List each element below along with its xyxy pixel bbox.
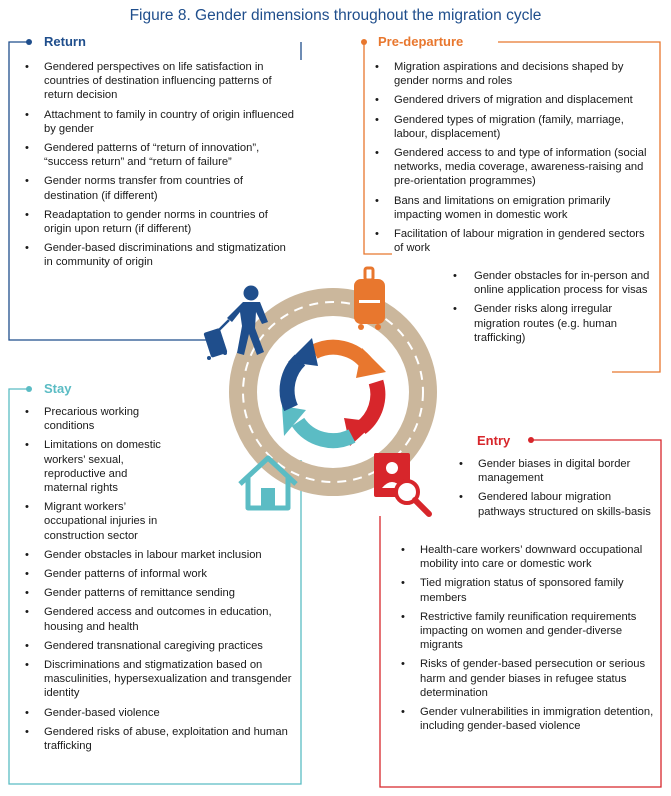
stay-list-item: Limitations on domestic workers’ sexual,… — [22, 438, 172, 495]
entry-list-item: Risks of gender-based persecution or ser… — [398, 657, 656, 700]
entry-box-outline — [379, 439, 662, 788]
arrowhead-stay — [282, 406, 306, 436]
stay-dot — [26, 386, 32, 392]
pre-departure-title: Pre-departure — [378, 34, 464, 49]
stay-box-outline — [8, 388, 302, 785]
entry-dot — [528, 437, 534, 443]
house-icon — [238, 455, 298, 511]
stay-list-item: Precarious working conditions — [22, 405, 172, 433]
suitcase-icon — [354, 266, 385, 330]
stay-list-item: Gendered access and outcomes in educatio… — [22, 605, 299, 633]
stay-list-item: Gendered transnational caregiving practi… — [22, 639, 299, 653]
pre-departure-sub-item: Gender risks along irregular migration r… — [450, 302, 655, 345]
pre-departure-list: Migration aspirations and decisions shap… — [372, 60, 654, 260]
return-list-item: Gendered patterns of “return of innovati… — [22, 141, 297, 169]
arrowhead-return — [288, 338, 318, 366]
stay-list-item: Gendered risks of abuse, exploitation an… — [22, 725, 299, 753]
entry-list-item: Restrictive family reunification require… — [398, 610, 656, 653]
stay-list-item: Discriminations and stigmatization based… — [22, 658, 299, 701]
return-list-item: Readaptation to gender norms in countrie… — [22, 208, 297, 236]
pre-departure-dot — [361, 39, 367, 45]
figure-title: Figure 8. Gender dimensions throughout t… — [129, 7, 542, 24]
pre-departure-list-item: Gendered drivers of migration and displa… — [372, 93, 654, 107]
pre-departure-sub-list: Gender obstacles for in-person and onlin… — [450, 269, 655, 350]
entry-title: Entry — [477, 433, 511, 448]
return-title: Return — [44, 34, 86, 49]
traveller-icon — [203, 285, 268, 360]
stay-list: Precarious working conditionsLimitations… — [22, 405, 292, 758]
cycle-road — [229, 288, 437, 496]
return-list-item: Gender-based discriminations and stigmat… — [22, 241, 297, 269]
entry-list-item: Gender biases in digital border manageme… — [456, 457, 656, 485]
pre-departure-list-item: Gendered access to and type of informati… — [372, 146, 654, 189]
pre-departure-list-item: Bans and limitations on emigration prima… — [372, 194, 654, 222]
entry-list-item: Gender vulnerabilities in immigration de… — [398, 705, 656, 733]
stay-list-item: Gender obstacles in labour market inclus… — [22, 548, 299, 562]
arrow-stay — [291, 417, 356, 449]
stay-list-item: Gender patterns of remittance sending — [22, 586, 299, 600]
pre-departure-sub-item: Gender obstacles for in-person and onlin… — [450, 269, 655, 297]
stay-list-item: Gender-based violence — [22, 706, 299, 720]
return-list-item: Attachment to family in country of origi… — [22, 108, 297, 136]
entry-list-item: Gendered labour migration pathways struc… — [456, 490, 656, 518]
return-list-item: Gendered perspectives on life satisfacti… — [22, 60, 297, 103]
arrowhead-pre-departure — [356, 348, 386, 378]
pre-departure-list-item: Migration aspirations and decisions shap… — [372, 60, 654, 88]
stay-title: Stay — [44, 381, 72, 396]
stay-list-item: Gender patterns of informal work — [22, 567, 299, 581]
return-box-outline — [8, 41, 302, 341]
arrow-return — [279, 354, 306, 412]
return-dot — [26, 39, 32, 45]
stay-list-item: Migrant workers’ occupational injuries i… — [22, 500, 172, 543]
return-list-item: Gender norms transfer from countries of … — [22, 174, 297, 202]
entry-list-item: Health-care workers’ downward occupation… — [398, 543, 656, 571]
arrow-pre-departure — [310, 339, 373, 369]
pre-departure-list-item: Gendered types of migration (family, mar… — [372, 113, 654, 141]
pre-departure-list-item: Facilitation of labour migration in gend… — [372, 227, 654, 255]
cycle-arrows — [279, 338, 386, 449]
entry-list-item: Tied migration status of sponsored famil… — [398, 576, 656, 604]
entry-top-list: Gender biases in digital border manageme… — [456, 457, 656, 524]
passport-search-icon — [374, 453, 432, 517]
entry-list: Health-care workers’ downward occupation… — [398, 543, 656, 738]
return-list: Gendered perspectives on life satisfacti… — [22, 60, 297, 275]
